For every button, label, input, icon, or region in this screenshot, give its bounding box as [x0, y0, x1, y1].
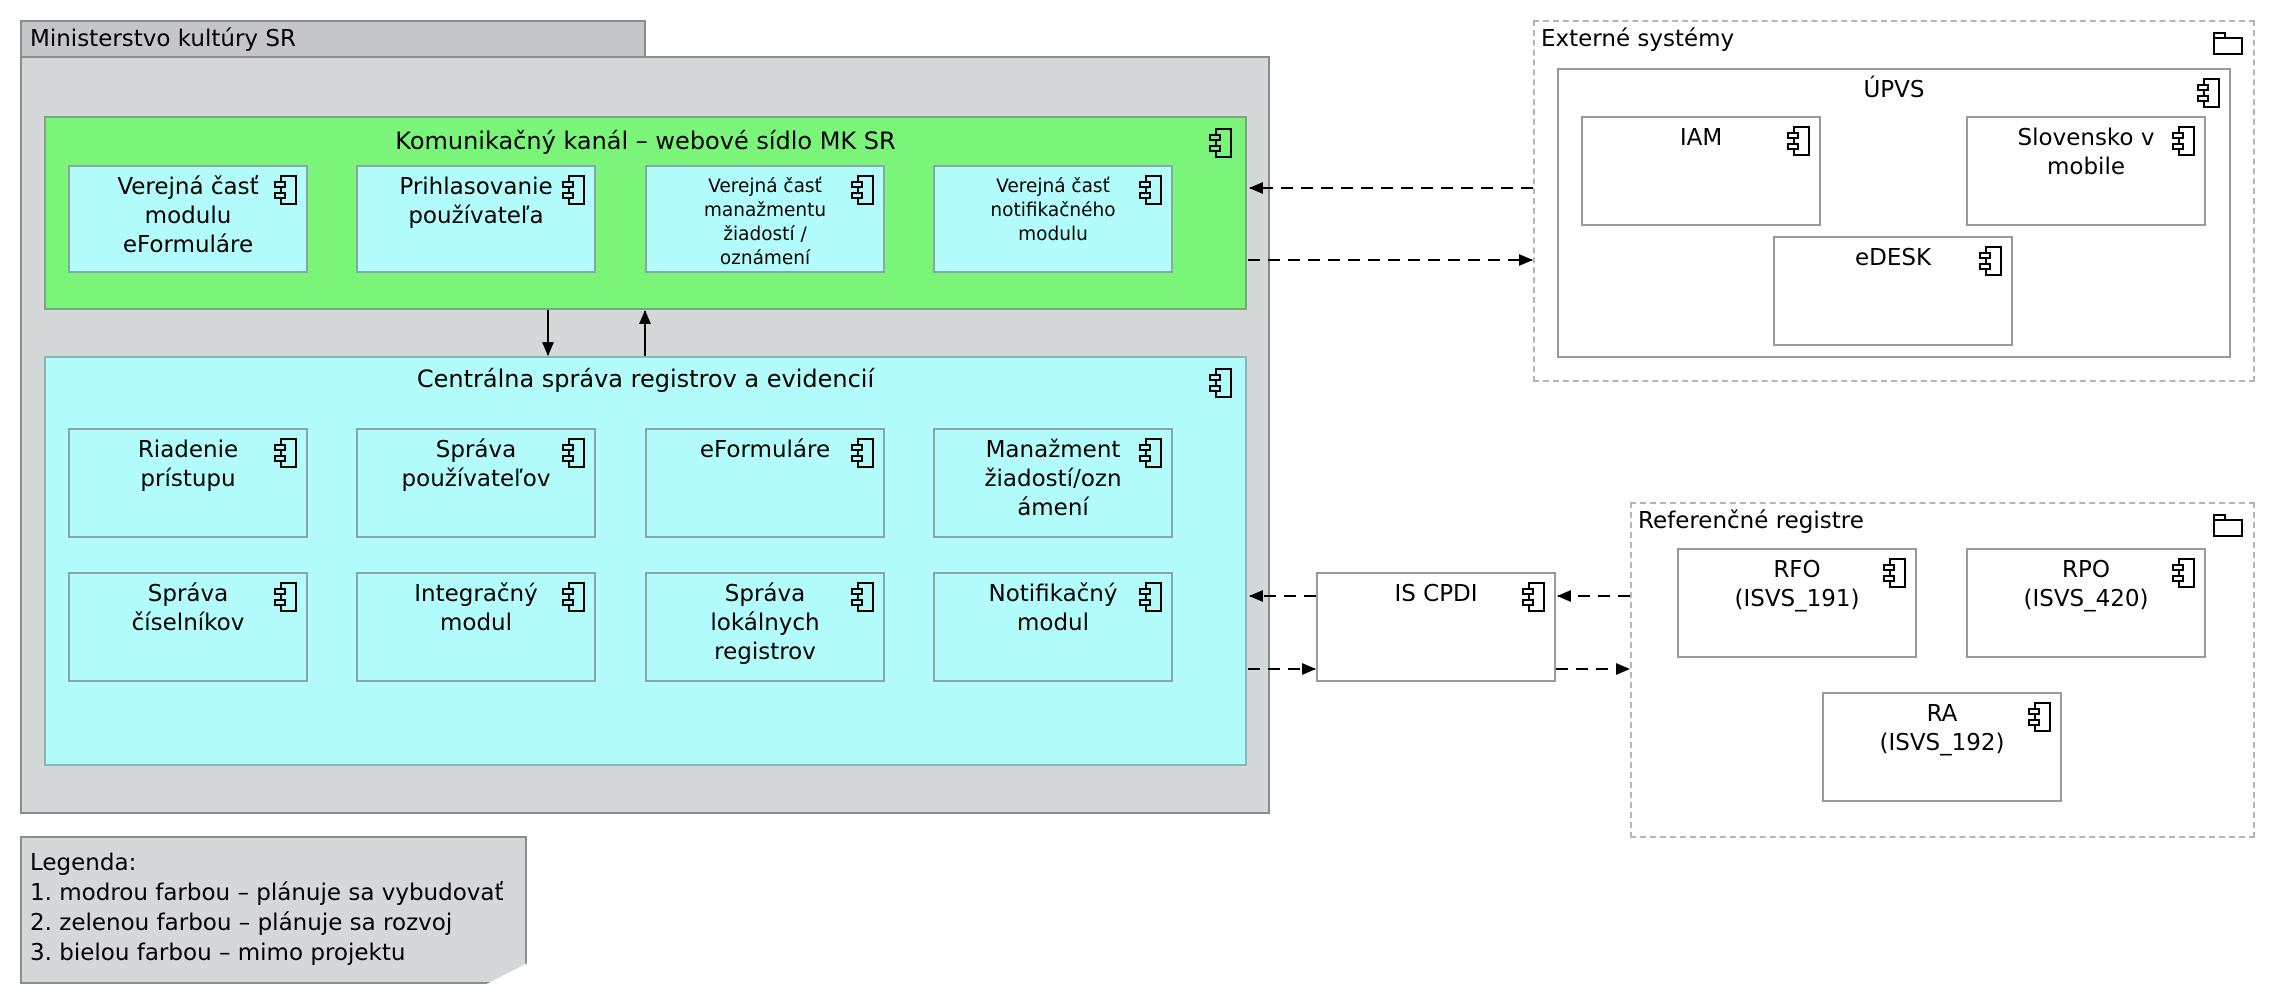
- component-icon: [1522, 582, 1546, 612]
- central-component-local-registers[interactable]: Správa lokálnych registrov: [645, 572, 885, 682]
- component-label: Slovensko v mobile: [2017, 125, 2155, 180]
- component-icon: [2197, 78, 2221, 108]
- component-label: Integračný modul: [414, 581, 538, 636]
- legend-item: 1. modrou farbou – plánuje sa vybudovať: [30, 880, 504, 906]
- component-icon: [1883, 558, 1907, 588]
- component-label: IS CPDI: [1394, 581, 1478, 607]
- component-icon: [1139, 582, 1163, 612]
- legend-title: Legenda:: [30, 850, 137, 876]
- component-label: RFO (ISVS_191): [1734, 557, 1860, 612]
- component-label: Správa číselníkov: [131, 581, 245, 636]
- ministry-package-title: Ministerstvo kultúry SR: [30, 26, 296, 52]
- channel-component-requests-public[interactable]: Verejná časť manažmentu žiadostí / oznám…: [645, 165, 885, 273]
- iscpdi-component[interactable]: IS CPDI: [1316, 572, 1556, 682]
- component-label: Manažment žiadostí/ozn ámení: [984, 437, 1122, 521]
- folder-icon: [2213, 514, 2243, 538]
- central-component-eformulare[interactable]: eFormuláre: [645, 428, 885, 538]
- reference-component-rfo[interactable]: RFO (ISVS_191): [1677, 548, 1917, 658]
- component-icon: [1979, 246, 2003, 276]
- central-component-integration[interactable]: Integračný modul: [356, 572, 596, 682]
- component-label: Verejná časť modulu eFormuláre: [117, 174, 259, 258]
- component-icon: [1139, 438, 1163, 468]
- component-icon: [2172, 558, 2196, 588]
- reference-component-rpo[interactable]: RPO (ISVS_420): [1966, 548, 2206, 658]
- component-icon: [1209, 368, 1233, 398]
- component-label: Notifikačný modul: [988, 581, 1118, 636]
- component-icon: [1139, 175, 1163, 205]
- component-label: Prihlasovanie používateľa: [399, 174, 553, 229]
- external-systems-title: Externé systémy: [1541, 26, 1735, 52]
- reference-registers-title: Referenčné registre: [1638, 508, 1864, 534]
- component-label: Verejná časť notifikačného modulu: [990, 176, 1116, 245]
- central-title: Centrálna správa registrov a evidencií: [416, 365, 875, 393]
- legend-item: 2. zelenou farbou – plánuje sa rozvoj: [30, 910, 453, 936]
- channel-component-eformulare-public[interactable]: Verejná časť modulu eFormuláre: [68, 165, 308, 273]
- central-component-access[interactable]: Riadenie prístupu: [68, 428, 308, 538]
- component-icon: [1209, 128, 1233, 158]
- upvs-title: ÚPVS: [1863, 77, 1925, 103]
- central-component-requests[interactable]: Manažment žiadostí/ozn ámení: [933, 428, 1173, 538]
- component-label: IAM: [1679, 125, 1723, 151]
- component-icon: [274, 438, 298, 468]
- channel-component-notifications-public[interactable]: Verejná časť notifikačného modulu: [933, 165, 1173, 273]
- component-icon: [851, 438, 875, 468]
- channel-title: Komunikačný kanál – webové sídlo MK SR: [395, 127, 896, 155]
- component-icon: [274, 175, 298, 205]
- component-icon: [851, 582, 875, 612]
- reference-component-ra[interactable]: RA (ISVS_192): [1822, 692, 2062, 802]
- folder-icon: [2213, 32, 2243, 56]
- component-icon: [1787, 126, 1811, 156]
- upvs-component-edesk[interactable]: eDESK: [1773, 236, 2013, 346]
- central-component-codelists[interactable]: Správa číselníkov: [68, 572, 308, 682]
- legend: Legenda: 1. modrou farbou – plánuje sa v…: [20, 836, 527, 984]
- component-label: Riadenie prístupu: [137, 437, 239, 492]
- component-label: Verejná časť manažmentu žiadostí / oznám…: [703, 176, 827, 269]
- upvs-component-iam[interactable]: IAM: [1581, 116, 1821, 226]
- component-label: Správa používateľov: [401, 437, 551, 492]
- component-icon: [562, 582, 586, 612]
- component-label: RPO (ISVS_420): [2023, 557, 2149, 612]
- component-label: eDESK: [1854, 245, 1932, 271]
- component-icon: [851, 175, 875, 205]
- component-icon: [562, 175, 586, 205]
- component-icon: [2172, 126, 2196, 156]
- legend-item: 3. bielou farbou – mimo projektu: [30, 940, 406, 966]
- upvs-component-slovensko-v-mobile[interactable]: Slovensko v mobile: [1966, 116, 2206, 226]
- component-label: eFormuláre: [699, 437, 831, 463]
- channel-component-login[interactable]: Prihlasovanie používateľa: [356, 165, 596, 273]
- central-component-notifications[interactable]: Notifikačný modul: [933, 572, 1173, 682]
- component-label: RA (ISVS_192): [1879, 701, 2005, 756]
- component-icon: [562, 438, 586, 468]
- component-icon: [274, 582, 298, 612]
- component-icon: [2028, 702, 2052, 732]
- component-label: Správa lokálnych registrov: [710, 581, 820, 665]
- central-component-users[interactable]: Správa používateľov: [356, 428, 596, 538]
- central-component[interactable]: Centrálna správa registrov a evidencií: [44, 356, 1247, 766]
- ministry-package-tab: Ministerstvo kultúry SR: [20, 20, 646, 58]
